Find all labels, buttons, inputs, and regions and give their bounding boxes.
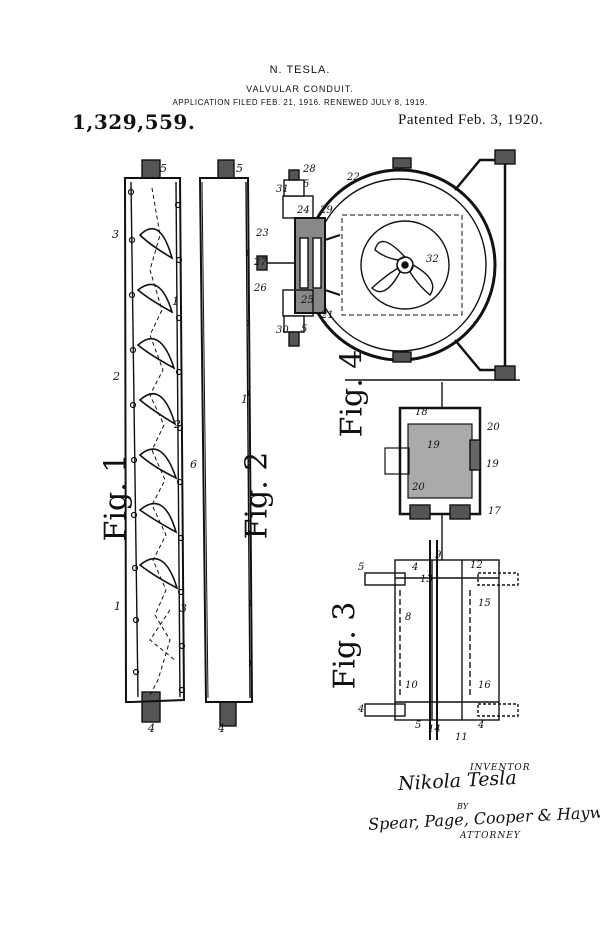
svg-text:5: 5 [415, 720, 421, 731]
svg-text:4: 4 [357, 704, 364, 715]
svg-text:14: 14 [428, 724, 441, 735]
svg-text:5: 5 [303, 179, 309, 190]
svg-text:15: 15 [478, 598, 491, 609]
fig3-upper-drawing: 18 19 20 19 20 17 [345, 379, 520, 560]
fig1-label: Fig. 1 [98, 453, 134, 542]
attorney-label: ATTORNEY [460, 831, 521, 841]
svg-text:22: 22 [346, 172, 360, 183]
svg-text:21: 21 [320, 310, 334, 321]
application-line: APPLICATION FILED FEB. 21, 1916. RENEWED… [172, 98, 428, 107]
svg-text:1: 1 [241, 393, 248, 406]
svg-text:20: 20 [486, 422, 500, 433]
svg-text:3: 3 [112, 228, 119, 241]
svg-text:4: 4 [411, 562, 418, 573]
svg-text:1: 1 [114, 600, 121, 613]
reference-numerals: 5 5 3 1 2 2 3 1 4 4 1 6 [112, 162, 248, 735]
svg-text:19: 19 [427, 440, 440, 451]
inventor-label: INVENTOR [470, 763, 531, 773]
svg-text:18: 18 [415, 407, 428, 418]
fig3-lower-drawing: 5 4 9 13 12 8 15 10 16 14 11 5 4 4 [357, 540, 519, 743]
svg-text:2: 2 [173, 418, 181, 431]
fig4-label: Fig. 4 [334, 349, 370, 438]
svg-text:24: 24 [296, 205, 310, 216]
svg-text:32: 32 [426, 254, 439, 265]
svg-text:30: 30 [276, 325, 289, 336]
svg-text:4: 4 [477, 720, 484, 731]
svg-text:3: 3 [180, 602, 187, 615]
svg-text:13: 13 [420, 574, 433, 585]
fig4-drawing: 31 28 5 24 29 22 23 27 26 25 30 5 32 21 [253, 149, 516, 381]
svg-text:28: 28 [302, 164, 316, 175]
svg-text:10: 10 [405, 680, 418, 691]
svg-text:23: 23 [255, 228, 269, 239]
svg-text:5: 5 [160, 162, 167, 175]
svg-text:4: 4 [147, 722, 155, 735]
svg-text:20: 20 [411, 482, 425, 493]
patented-date: Patented Feb. 3, 1920. [398, 112, 544, 128]
svg-text:11: 11 [455, 732, 468, 743]
svg-text:31: 31 [276, 184, 289, 195]
svg-text:9: 9 [435, 550, 442, 561]
svg-text:4: 4 [217, 722, 225, 735]
svg-text:29: 29 [319, 205, 333, 216]
svg-text:5: 5 [358, 562, 364, 573]
svg-text:8: 8 [405, 612, 411, 623]
svg-text:5: 5 [301, 324, 307, 335]
svg-text:17: 17 [488, 506, 501, 517]
fig2-label: Fig. 2 [239, 451, 275, 540]
fig3-label: Fig. 3 [327, 601, 363, 690]
patent-number: 1,329,559. [72, 110, 196, 134]
svg-text:5: 5 [236, 162, 243, 175]
svg-text:27: 27 [253, 257, 267, 268]
svg-text:19: 19 [486, 459, 499, 470]
inventor-name: N. TESLA. [269, 64, 331, 76]
svg-text:1: 1 [172, 295, 179, 308]
svg-text:12: 12 [470, 560, 483, 571]
svg-text:2: 2 [112, 370, 120, 383]
fig2-drawing [198, 159, 254, 727]
svg-text:16: 16 [478, 680, 491, 691]
patent-title: VALVULAR CONDUIT. [246, 84, 354, 94]
svg-text:6: 6 [190, 458, 197, 471]
svg-text:26: 26 [253, 283, 267, 294]
fig1-drawing [123, 159, 186, 723]
svg-text:25: 25 [300, 295, 314, 306]
by-label: BY [457, 802, 469, 811]
